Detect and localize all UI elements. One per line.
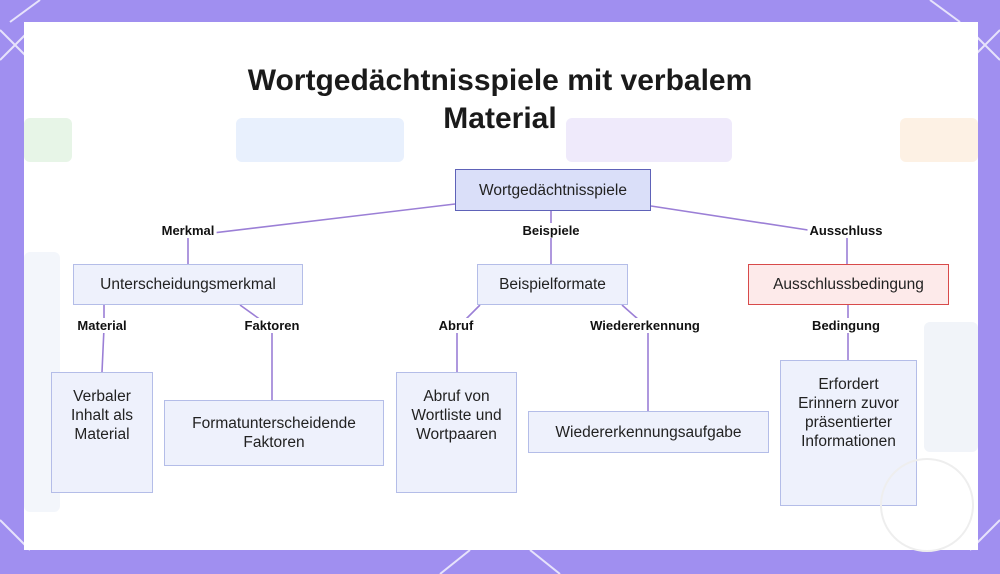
node-ausschlussbedingung: Ausschlussbedingung — [748, 264, 949, 305]
node-verbaler-inhalt: Verbaler Inhalt als Material — [51, 372, 153, 493]
faded-background-block — [24, 118, 72, 162]
seal-watermark — [880, 458, 974, 552]
edge-material — [101, 305, 105, 373]
edge-merkmal — [187, 203, 456, 264]
edge-label-abruf: Abruf — [436, 318, 476, 333]
node-formatunterscheidende-faktoren: Formatunterscheidende Faktoren — [164, 400, 384, 466]
title-line-1: Wortgedächtnisspiele mit verbalem — [247, 64, 753, 97]
edge-label-merkmal: Merkmal — [159, 223, 217, 238]
faded-background-block — [924, 322, 978, 452]
node-wiedererkennungsaufgabe: Wiedererkennungsaufgabe — [528, 411, 769, 453]
faded-background-block — [566, 118, 732, 162]
edge-label-ausschluss: Ausschluss — [807, 223, 885, 238]
edge-label-wiedererkennung: Wiedererkennung — [588, 318, 702, 333]
node-abruf-wortliste: Abruf von Wortliste und Wortpaaren — [396, 372, 517, 493]
node-wortgedaechtnisspiele: Wortgedächtnisspiele — [455, 169, 651, 211]
faded-background-block — [900, 118, 978, 162]
edge-abruf — [456, 304, 481, 372]
node-beispielformate: Beispielformate — [477, 264, 628, 305]
edge-label-beispiele: Beispiele — [520, 223, 582, 238]
edge-label-bedingung: Bedingung — [810, 318, 882, 333]
node-unterscheidungsmerkmal: Unterscheidungsmerkmal — [73, 264, 303, 305]
diagram-title: Wortgedächtnisspiele mit verbalem Materi… — [0, 62, 1000, 138]
title-line-2: Material — [443, 102, 557, 135]
edge-label-faktoren: Faktoren — [242, 318, 302, 333]
faded-background-block — [236, 118, 404, 162]
edge-label-material: Material — [75, 318, 129, 333]
